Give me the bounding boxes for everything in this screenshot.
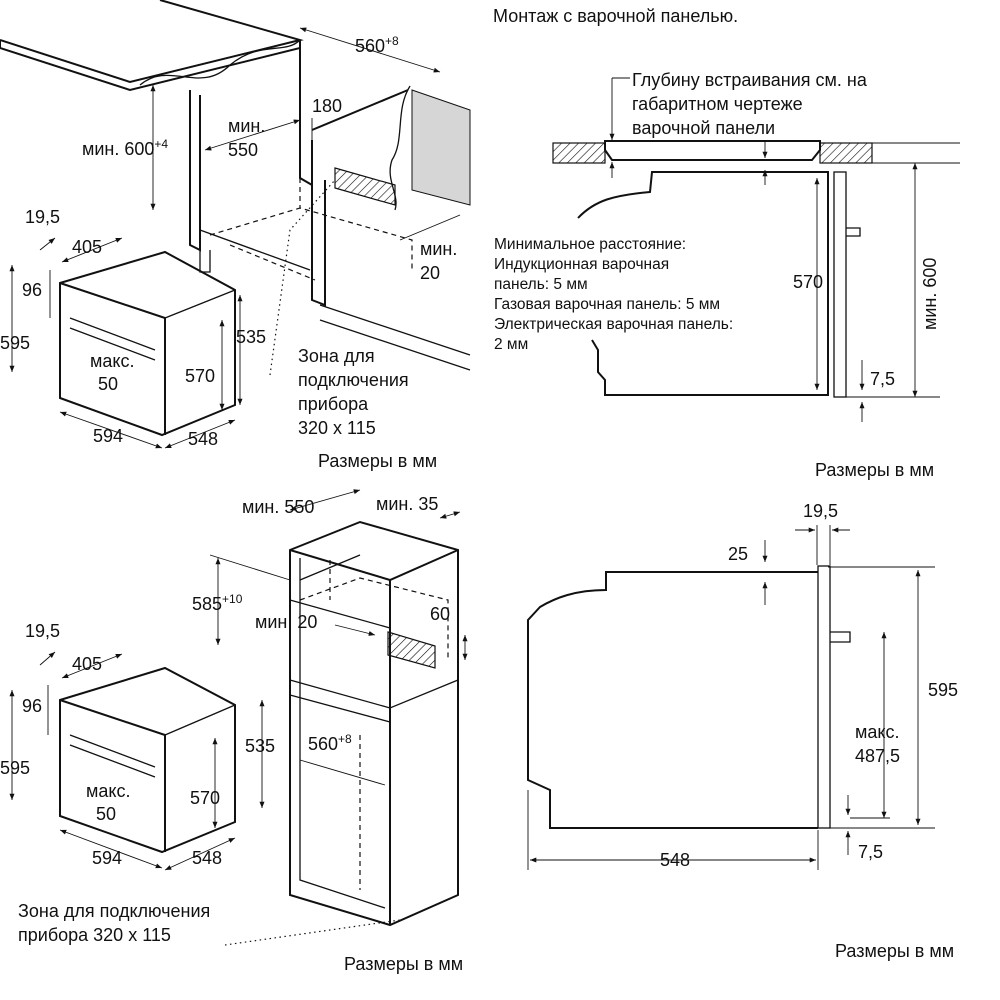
units-label-br: Размеры в мм	[835, 941, 954, 961]
cabinet-left-wall	[189, 90, 201, 252]
min-dist-5: Электрическая варочная панель:	[494, 316, 733, 333]
dim-570: 570	[185, 366, 215, 386]
tall-cabinet	[289, 520, 459, 927]
dim-max50-a-bl: макс.	[86, 781, 130, 801]
dim-max50-b: 50	[98, 374, 118, 394]
dim-max50-b-bl: 50	[96, 804, 116, 824]
zone-label-2: подключения	[298, 370, 409, 390]
dim-560: 560+8	[355, 34, 399, 56]
zone-label-1: Зона для	[298, 346, 375, 366]
dim-min550-a: мин.	[228, 116, 265, 136]
units-label-bl: Размеры в мм	[344, 954, 463, 974]
dim-96: 96	[22, 280, 42, 300]
dim-min550-bl: мин. 550	[242, 497, 314, 517]
min-dist-3: панель: 5 мм	[494, 276, 588, 293]
dim-7-5-br: 7,5	[858, 842, 883, 862]
dim-min20-bl: мин. 20	[255, 612, 317, 632]
dim-180: 180	[312, 96, 342, 116]
panel-top-right: Монтаж с варочной панелью. Глубину встра…	[493, 6, 960, 480]
dim-595: 595	[0, 333, 30, 353]
dim-max-a-br: макс.	[855, 722, 899, 742]
countertop-left	[552, 142, 606, 164]
min-dist-6: 2 мм	[494, 336, 528, 353]
min-dist-2: Индукционная варочная	[494, 256, 669, 273]
depth-note-3: варочной панели	[632, 118, 775, 138]
dim-535: 535	[236, 327, 266, 347]
dim-min550-b: 550	[228, 140, 258, 160]
dim-570-tr: 570	[793, 272, 823, 292]
connection-zone-bl	[387, 631, 436, 669]
dim-min35-bl: мин. 35	[376, 494, 438, 514]
units-label-tl: Размеры в мм	[318, 451, 437, 471]
zone-label-bl-2: прибора 320 x 115	[18, 925, 171, 945]
panel-bottom-left: мин. 550 мин. 35 585+10 мин. 20 60 560+8	[0, 489, 468, 974]
dim-min600-tr: мин. 600	[920, 258, 940, 330]
hob	[604, 140, 821, 161]
oven-side-br	[527, 571, 818, 829]
depth-note-2: габаритном чертеже	[632, 94, 803, 114]
min-dist-1: Минимальное расстояние:	[494, 236, 686, 253]
dim-min600: мин. 600+4	[82, 137, 168, 159]
dim-96-bl: 96	[22, 696, 42, 716]
dim-548: 548	[188, 429, 218, 449]
dim-535-bl: 535	[245, 736, 275, 756]
units-label-tr: Размеры в мм	[815, 460, 934, 480]
dim-570-bl: 570	[190, 788, 220, 808]
zone-label-4: 320 x 115	[298, 418, 376, 438]
dim-595-bl: 595	[0, 758, 30, 778]
dim-min20-a: мин.	[420, 239, 457, 259]
depth-note-1: Глубину встраивания см. на	[632, 70, 868, 90]
dim-19-5-br: 19,5	[803, 501, 838, 521]
oven-side	[577, 171, 829, 396]
dim-595-br: 595	[928, 680, 958, 700]
dim-60-bl: 60	[430, 604, 450, 624]
dim-7-5-tr: 7,5	[870, 369, 895, 389]
wall	[411, 89, 471, 206]
dim-25-br: 25	[728, 544, 748, 564]
countertop-right	[819, 142, 873, 164]
dim-405: 405	[72, 237, 102, 257]
countertop	[0, 0, 304, 84]
oven-body-bl	[59, 666, 236, 854]
connection-zone	[334, 167, 396, 206]
zone-label-bl-1: Зона для подключения	[18, 901, 210, 921]
dim-19-5-bl: 19,5	[25, 621, 60, 641]
dim-min20-b: 20	[420, 263, 440, 283]
dim-560-bl: 560+8	[308, 732, 352, 754]
panel-bottom-right: 19,5 25 595 макс. 487,5 7,5 548 Размеры …	[527, 501, 958, 961]
dim-19-5: 19,5	[25, 207, 60, 227]
min-dist-4: Газовая варочная панель: 5 мм	[494, 296, 720, 313]
hob-title: Монтаж с варочной панелью.	[493, 6, 738, 26]
dim-585: 585+10	[192, 592, 243, 614]
panel-top-left: 560+8 мин. 600+4 мин. 550 180 мин. 20 19…	[0, 0, 471, 471]
dim-548-br: 548	[660, 850, 690, 870]
zone-label-3: прибора	[298, 394, 369, 414]
dim-max50-a: макс.	[90, 351, 134, 371]
dim-max-b-br: 487,5	[855, 746, 900, 766]
